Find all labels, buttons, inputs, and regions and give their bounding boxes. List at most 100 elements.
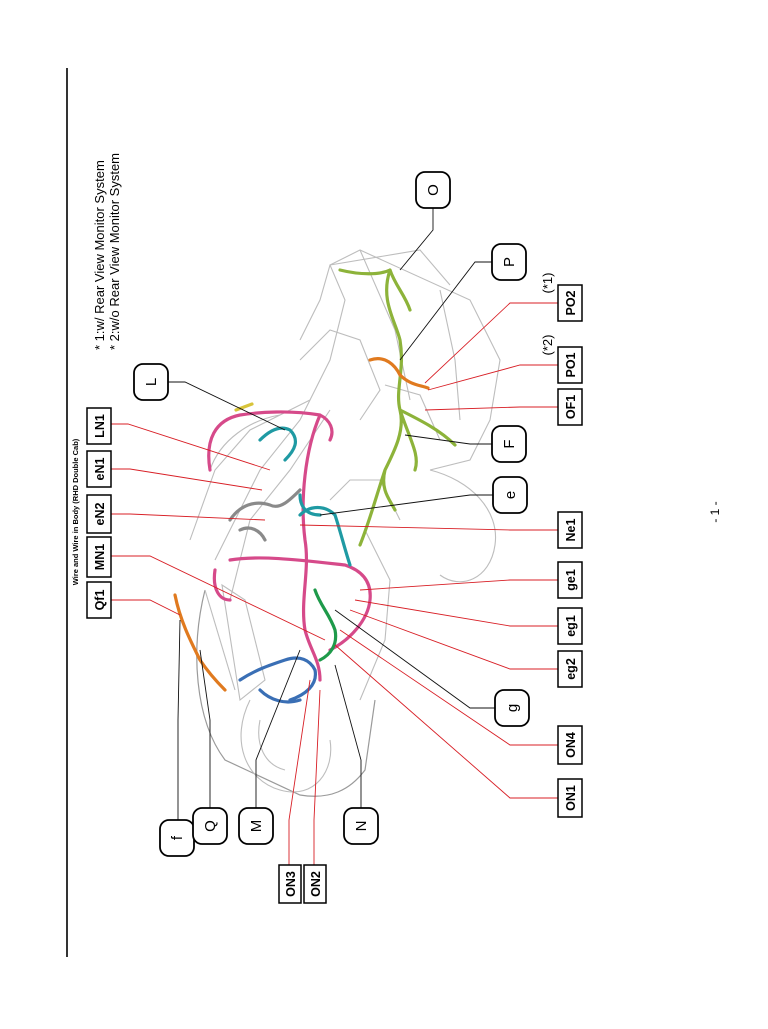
footnote-mark-PO1: (*2) — [540, 335, 555, 356]
leader-Q — [199, 649, 211, 808]
harnesses — [173, 268, 457, 704]
leader-ON3 — [288, 679, 311, 865]
code-ON4: ON4 — [557, 725, 583, 765]
leader-F — [404, 434, 492, 445]
leader-ON1 — [334, 644, 558, 799]
page-number: - 1 - — [708, 501, 722, 522]
code-PO1: PO1 — [557, 346, 583, 384]
code-eN2: eN2 — [86, 494, 112, 534]
svg-text:M: M — [248, 820, 265, 833]
harness-yellow — [234, 402, 254, 412]
svg-text:F: F — [501, 439, 518, 448]
connector-codes: LN1 eN1 eN2 MN1 Qf1 PO2 PO1 OF1 — [86, 284, 583, 904]
leader-N — [334, 664, 362, 808]
svg-text:ge1: ge1 — [564, 569, 578, 591]
code-OF1: OF1 — [557, 388, 583, 426]
callout-M: M — [238, 807, 274, 845]
leader-ON2 — [313, 689, 321, 865]
harness-orange-right — [368, 357, 430, 390]
harness-teal — [258, 426, 352, 567]
code-ON3: ON3 — [278, 864, 302, 904]
leader-Ne1 — [299, 524, 558, 531]
callout-Q: Q — [192, 807, 228, 845]
svg-text:ON4: ON4 — [564, 732, 578, 758]
svg-text:PO1: PO1 — [564, 352, 578, 377]
callout-e: e — [492, 476, 528, 514]
callout-O: O — [415, 171, 451, 209]
leader-eg1 — [354, 599, 558, 627]
leader-eN2 — [111, 513, 266, 521]
svg-text:eN2: eN2 — [93, 502, 107, 525]
leader-P — [399, 261, 492, 361]
svg-text:ON1: ON1 — [564, 785, 578, 811]
code-Qf1: Qf1 — [86, 581, 112, 619]
leader-MN1 — [111, 555, 326, 641]
code-eg2: eg2 — [557, 650, 583, 688]
svg-text:ON3: ON3 — [284, 871, 298, 897]
svg-text:OF1: OF1 — [564, 395, 578, 419]
svg-text:ON2: ON2 — [309, 871, 323, 897]
leader-Qf1 — [111, 599, 181, 616]
harness-blue — [238, 656, 317, 704]
callout-f: f — [159, 819, 195, 857]
svg-text:O: O — [425, 184, 442, 196]
leader-f — [177, 619, 181, 838]
code-ge1: ge1 — [557, 561, 583, 599]
code-LN1: LN1 — [86, 407, 112, 445]
leader-O — [399, 208, 434, 271]
code-ON1: ON1 — [557, 778, 583, 818]
vehicle-outline — [189, 249, 501, 797]
harness-orange-left — [173, 593, 227, 692]
svg-text:Q: Q — [202, 820, 219, 832]
callouts: O P L F e g f Q — [133, 171, 530, 857]
svg-text:Ne1: Ne1 — [564, 518, 578, 541]
code-ON2: ON2 — [303, 864, 327, 904]
code-MN1: MN1 — [86, 536, 112, 578]
leader-ge1 — [359, 579, 558, 591]
leader-L — [168, 381, 286, 431]
leader-M — [255, 649, 301, 808]
svg-text:eg2: eg2 — [564, 658, 578, 680]
leader-ON4 — [339, 629, 558, 746]
svg-text:PO2: PO2 — [564, 290, 578, 315]
callout-P: P — [491, 243, 527, 281]
code-PO2: PO2 — [557, 284, 583, 322]
svg-text:g: g — [504, 704, 521, 712]
harness-gray — [228, 488, 302, 542]
diagram-title: Wire and Wire in Body (RHD Double Cab) — [71, 438, 80, 585]
leader-OF1 — [424, 406, 558, 411]
leader-PO1 — [427, 364, 558, 391]
leader-g — [334, 609, 495, 709]
leader-eN1 — [111, 468, 263, 491]
svg-text:e: e — [502, 491, 519, 499]
harness-olive — [338, 268, 457, 547]
leader-LN1 — [111, 423, 271, 471]
svg-text:eg1: eg1 — [564, 615, 578, 637]
svg-text:LN1: LN1 — [93, 414, 107, 438]
svg-text:Qf1: Qf1 — [93, 590, 107, 611]
svg-text:P: P — [501, 257, 518, 267]
leader-e — [319, 494, 493, 516]
footnote-mark-PO2: (*1) — [540, 273, 555, 294]
harness-green — [313, 588, 338, 662]
callout-F: F — [491, 425, 527, 463]
svg-text:L: L — [143, 378, 160, 386]
code-eg1: eg1 — [557, 607, 583, 645]
leader-eg2 — [349, 609, 558, 670]
code-eN1: eN1 — [86, 450, 112, 488]
svg-text:N: N — [353, 821, 370, 832]
note-1: * 1:w/ Rear View Monitor System — [92, 160, 107, 350]
notes-block: * 1:w/ Rear View Monitor System * 2:w/o … — [92, 153, 122, 350]
callout-N: N — [343, 807, 379, 845]
note-2: * 2:w/o Rear View Monitor System — [107, 153, 122, 350]
svg-text:f: f — [169, 835, 186, 840]
svg-text:MN1: MN1 — [93, 544, 107, 570]
leaders — [111, 208, 558, 865]
callout-g: g — [494, 689, 530, 727]
callout-L: L — [133, 363, 169, 401]
svg-text:eN1: eN1 — [93, 457, 107, 480]
leader-PO2 — [424, 302, 558, 384]
harness-pink — [207, 410, 372, 682]
code-Ne1: Ne1 — [557, 511, 583, 549]
